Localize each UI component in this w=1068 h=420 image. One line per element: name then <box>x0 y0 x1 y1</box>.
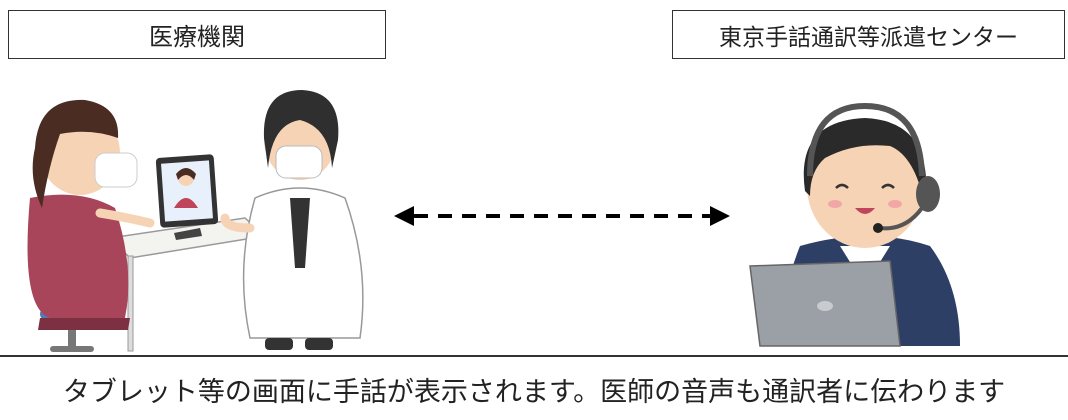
patient-icon <box>27 99 155 330</box>
medical-scene-illustration <box>27 90 364 352</box>
medical-institution-label: 医療機関 <box>8 10 386 59</box>
headset-icon <box>807 102 940 233</box>
doctor-icon <box>220 90 364 350</box>
caption-text: タブレット等の画面に手話が表示されます。医師の音声も通訳者に伝わります <box>62 376 1006 408</box>
interpreter-center-label: 東京手話通訳等派遣センター <box>672 10 1065 59</box>
laptop-icon <box>749 260 901 347</box>
section-divider <box>0 355 1068 357</box>
tablet-icon <box>155 154 219 240</box>
connection-arrow-icon <box>394 206 730 226</box>
interpreter-scene-illustration <box>749 102 960 347</box>
